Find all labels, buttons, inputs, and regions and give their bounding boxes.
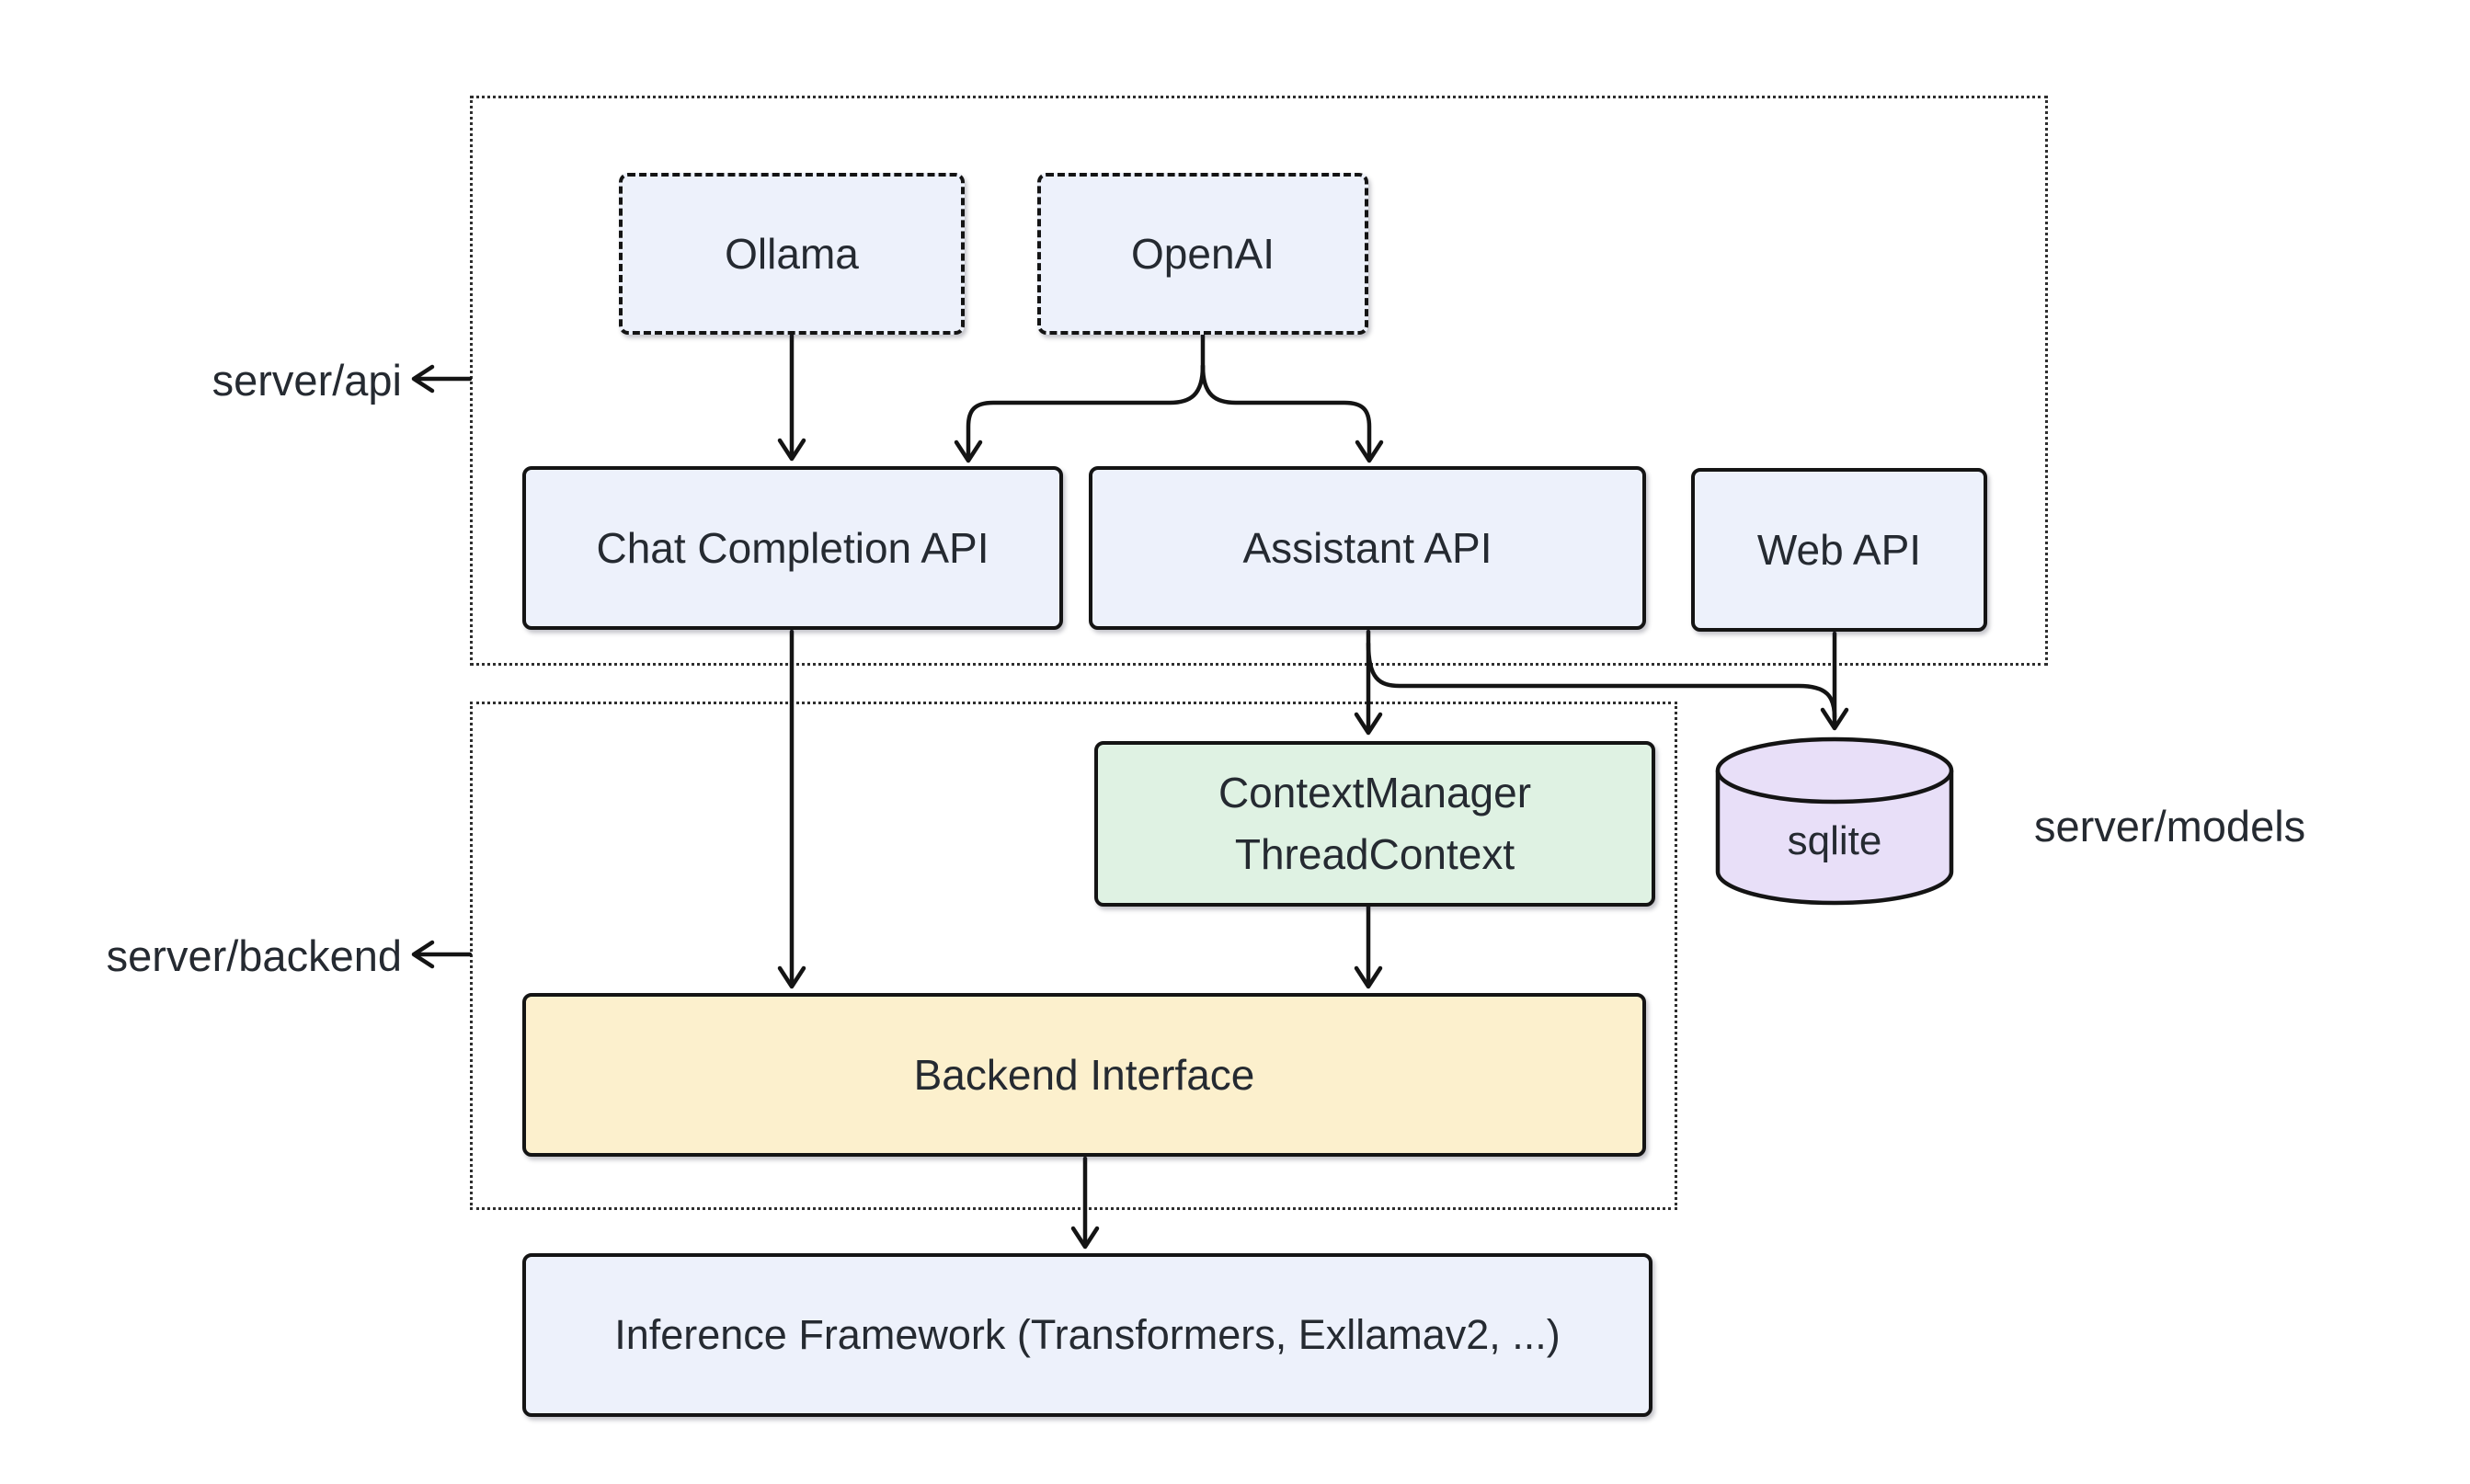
node-context-manager: ContextManager ThreadContext <box>1094 741 1655 907</box>
sqlite-cylinder-top <box>1715 736 1954 805</box>
node-openai: OpenAI <box>1037 173 1368 335</box>
node-chat-completion-api: Chat Completion API <box>522 466 1063 630</box>
node-inference-framework-label: Inference Framework (Transformers, Exlla… <box>614 1311 1561 1359</box>
node-openai-label: OpenAI <box>1131 229 1275 278</box>
label-server-models: server/models <box>2034 802 2306 850</box>
node-ollama-label: Ollama <box>725 229 859 278</box>
node-context-manager-line2: ThreadContext <box>1234 830 1515 878</box>
node-assistant-api-label: Assistant API <box>1242 523 1492 572</box>
node-ollama: Ollama <box>619 173 965 335</box>
node-sqlite-label: sqlite <box>1787 818 1882 863</box>
node-backend-interface-label: Backend Interface <box>913 1050 1255 1099</box>
node-inference-framework: Inference Framework (Transformers, Exlla… <box>522 1253 1652 1417</box>
label-server-api: server/api <box>212 356 402 405</box>
node-web-api: Web API <box>1691 468 1987 632</box>
node-chat-completion-api-label: Chat Completion API <box>596 523 989 572</box>
node-context-manager-line1: ContextManager <box>1218 769 1532 817</box>
node-assistant-api: Assistant API <box>1089 466 1646 630</box>
node-web-api-label: Web API <box>1756 525 1922 574</box>
label-server-backend: server/backend <box>106 931 402 980</box>
node-backend-interface: Backend Interface <box>522 993 1646 1157</box>
